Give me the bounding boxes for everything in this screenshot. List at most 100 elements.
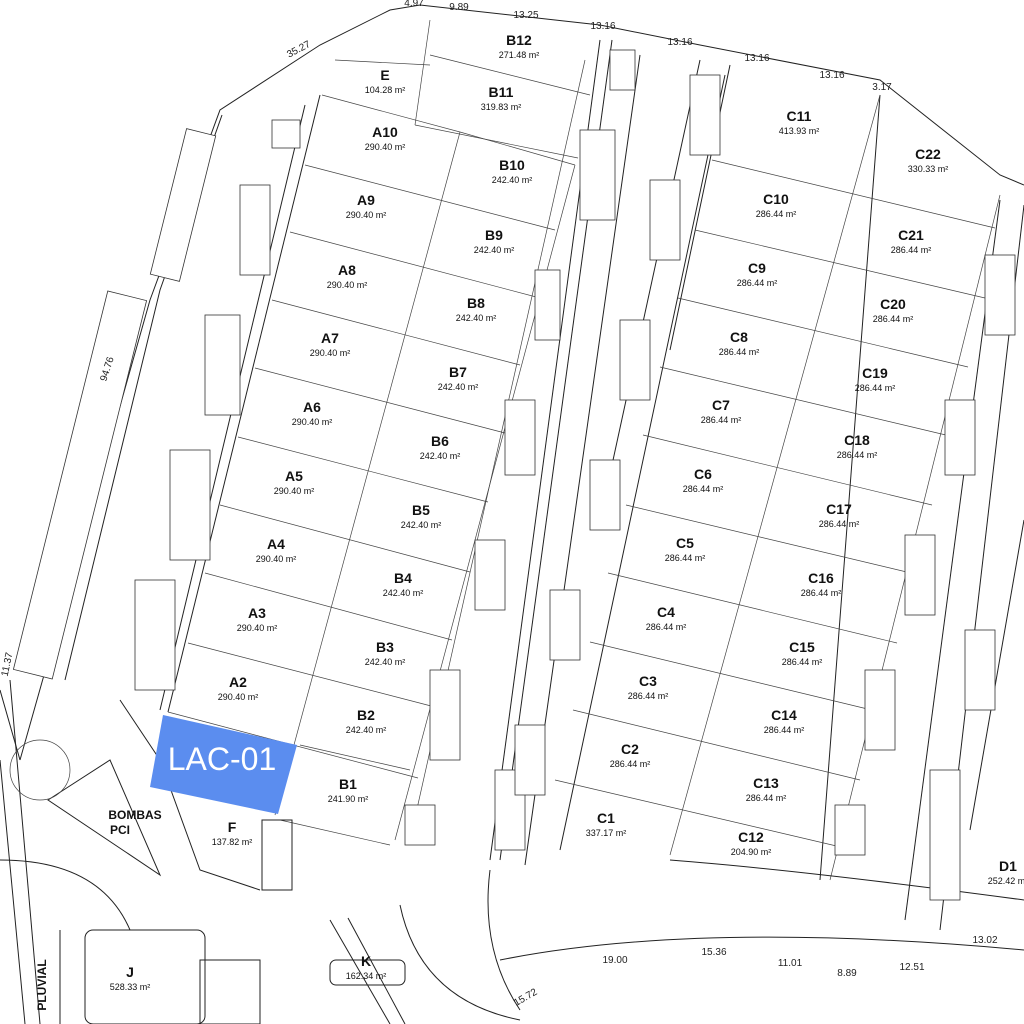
lac-01-area[interactable] (150, 715, 297, 814)
lot-area: 286.44 m² (782, 657, 823, 667)
lot-c8[interactable]: C8 286.44 m² (719, 329, 760, 357)
lot-id: B2 (357, 707, 375, 723)
lot-id: C19 (862, 365, 888, 381)
lot-id: C1 (597, 810, 615, 826)
lot-area: 286.44 m² (855, 383, 896, 393)
lot-b2[interactable]: B2 242.40 m² (346, 707, 387, 735)
lot-id: A8 (338, 262, 356, 278)
lot-id: C4 (657, 604, 675, 620)
lot-area: 290.40 m² (346, 210, 387, 220)
lot-id: C3 (639, 673, 657, 689)
lot-area: 290.40 m² (327, 280, 368, 290)
lot-f[interactable]: F 137.82 m² (212, 819, 253, 847)
dimension-label: 12.51 (899, 962, 924, 973)
lac-01-highlight[interactable]: LAC-01 (150, 715, 297, 814)
lot-id: C16 (808, 570, 834, 586)
lot-a8[interactable]: A8 290.40 m² (327, 262, 368, 290)
lot-j[interactable]: J 528.33 m² (110, 964, 151, 992)
lot-id: J (126, 964, 134, 980)
lot-c9[interactable]: C9 286.44 m² (737, 260, 778, 288)
lot-area: 286.44 m² (665, 553, 706, 563)
dimension-label: 13.16 (744, 53, 769, 64)
lot-id: C6 (694, 466, 712, 482)
lot-area: 242.40 m² (474, 245, 515, 255)
lot-area: 242.40 m² (346, 725, 387, 735)
lot-area: 137.82 m² (212, 837, 253, 847)
lot-area: 286.44 m² (764, 725, 805, 735)
lot-id: B4 (394, 570, 412, 586)
lot-area: 286.44 m² (628, 691, 669, 701)
lot-c5[interactable]: C5 286.44 m² (665, 535, 706, 563)
lot-area: 290.40 m² (365, 142, 406, 152)
lot-id: B5 (412, 502, 430, 518)
lot-id: C8 (730, 329, 748, 345)
lot-id: C9 (748, 260, 766, 276)
lot-id: C17 (826, 501, 852, 517)
lot-area: 286.44 m² (801, 588, 842, 598)
lot-id: C11 (787, 108, 812, 124)
lot-c19[interactable]: C19 286.44 m² (855, 365, 896, 393)
pluvial-label: PLUVIAL (35, 959, 49, 1010)
lot-id: C12 (738, 829, 764, 845)
lot-k[interactable]: K 162.34 m² (346, 953, 387, 981)
lot-c15[interactable]: C15 286.44 m² (782, 639, 823, 667)
dimension-label: 8.89 (837, 968, 857, 979)
lot-area: 286.44 m² (737, 278, 778, 288)
lot-id: C15 (789, 639, 815, 655)
lot-id: A5 (285, 468, 303, 484)
lot-id: K (361, 953, 371, 969)
lot-area: 162.34 m² (346, 971, 387, 981)
lot-area: 528.33 m² (110, 982, 151, 992)
lot-id: C5 (676, 535, 694, 551)
lot-area: 104.28 m² (365, 85, 406, 95)
lot-area: 242.40 m² (438, 382, 479, 392)
pci-label: PCI (110, 823, 130, 837)
lot-area: 286.44 m² (719, 347, 760, 357)
lot-id: B11 (489, 84, 514, 100)
lot-c3[interactable]: C3 286.44 m² (628, 673, 669, 701)
lot-id: A6 (303, 399, 321, 415)
dimension-label: 11.01 (778, 958, 803, 969)
lot-id: C20 (880, 296, 906, 312)
lot-c16[interactable]: C16 286.44 m² (801, 570, 842, 598)
lot-id: F (228, 819, 237, 835)
lot-id: B10 (499, 157, 525, 173)
